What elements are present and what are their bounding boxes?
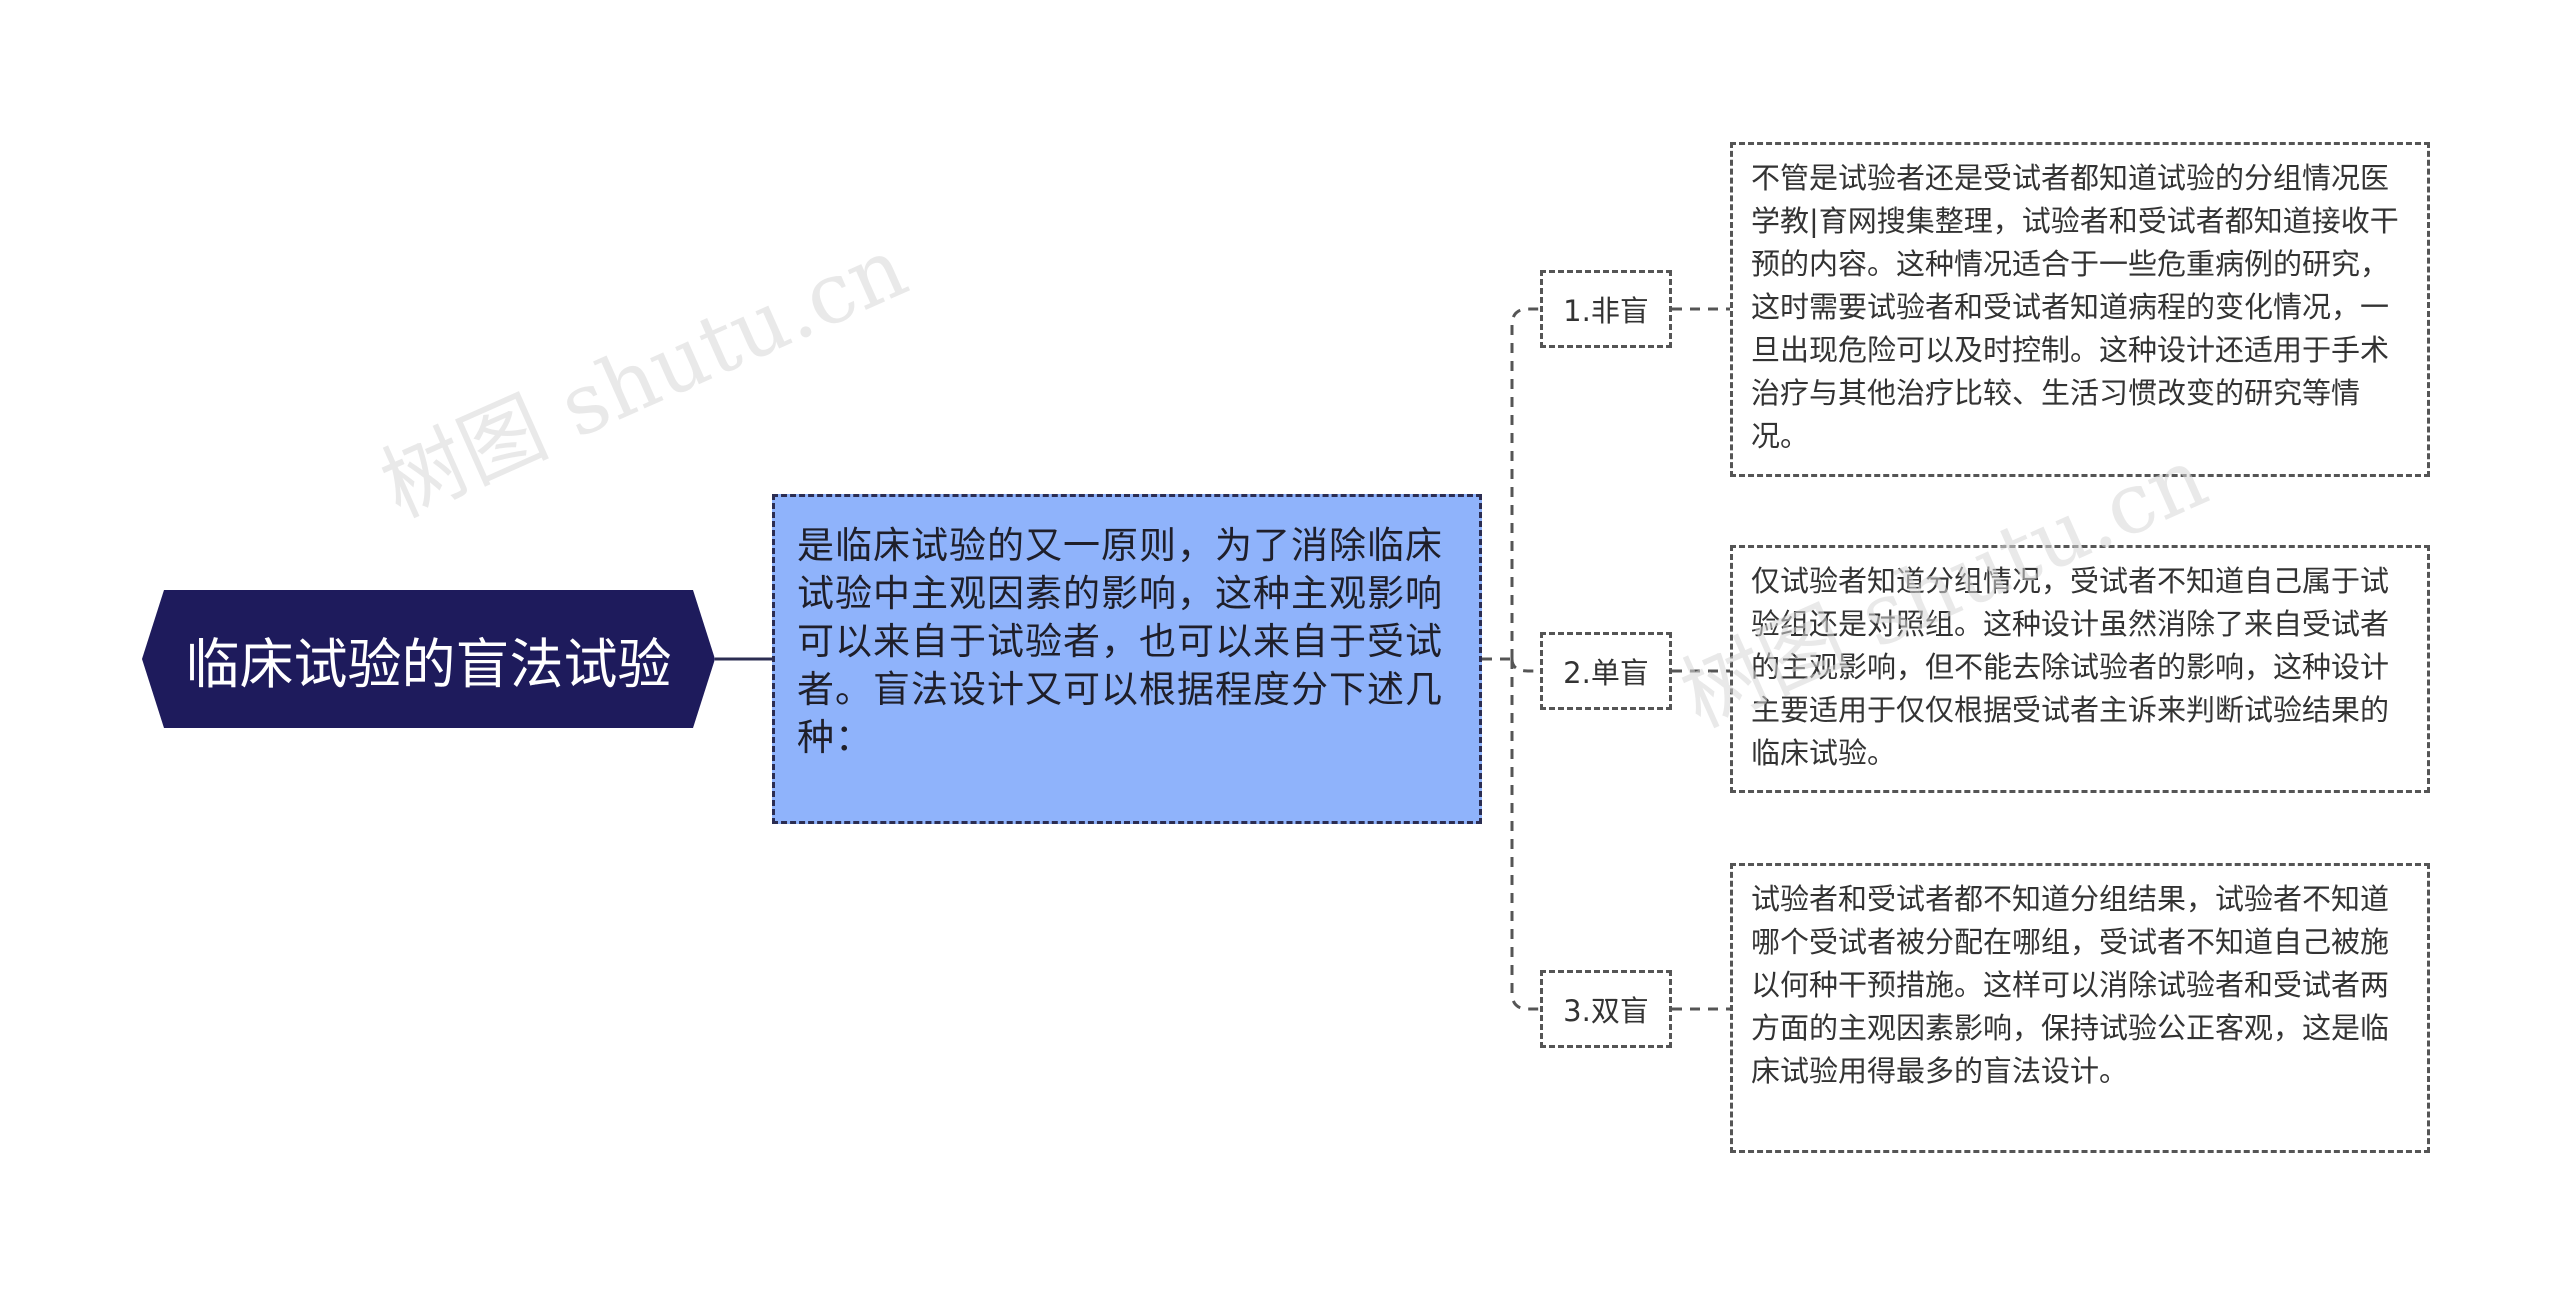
center-to-branch1-connector [1510, 307, 1540, 659]
branch-topic-single-blind[interactable]: 2.单盲 [1540, 632, 1672, 710]
center-to-branch3-connector [1510, 659, 1540, 1011]
center-topic-text: 是临床试验的又一原则，为了消除临床试验中主观因素的影响，这种主观影响可以来自于试… [797, 524, 1443, 759]
leaf-topic-text: 仅试验者知道分组情况，受试者不知道自己属于试验组还是对照组。这种设计虽然消除了来… [1751, 564, 2390, 770]
branch-topic-double-blind[interactable]: 3.双盲 [1540, 970, 1672, 1048]
leaf-topic-double-blind-detail[interactable]: 试验者和受试者都不知道分组结果，试验者不知道哪个受试者被分配在哪组，受试者不知道… [1730, 863, 2430, 1153]
branch-topic-label: 3.双盲 [1563, 994, 1649, 1028]
leaf-topic-non-blind-detail[interactable]: 不管是试验者还是受试者都知道试验的分组情况医学教|育网搜集整理，试验者和受试者都… [1730, 142, 2430, 477]
leaf-topic-single-blind-detail[interactable]: 仅试验者知道分组情况，受试者不知道自己属于试验组还是对照组。这种设计虽然消除了来… [1730, 545, 2430, 793]
branch-topic-label: 2.单盲 [1563, 656, 1649, 690]
leaf-topic-text: 不管是试验者还是受试者都知道试验的分组情况医学教|育网搜集整理，试验者和受试者都… [1751, 161, 2399, 453]
branch-topic-non-blind[interactable]: 1.非盲 [1540, 270, 1672, 348]
root-topic-label: 临床试验的盲法试验 [185, 632, 672, 696]
branch-topic-label: 1.非盲 [1563, 294, 1649, 328]
root-hexagon-shape [142, 590, 715, 728]
center-topic[interactable]: 是临床试验的又一原则，为了消除临床试验中主观因素的影响，这种主观影响可以来自于试… [772, 494, 1482, 824]
leaf-topic-text: 试验者和受试者都不知道分组结果，试验者不知道哪个受试者被分配在哪组，受试者不知道… [1751, 882, 2390, 1088]
center-to-branch2-connector [1510, 658, 1540, 673]
root-topic[interactable]: 临床试验的盲法试验 [142, 590, 715, 728]
